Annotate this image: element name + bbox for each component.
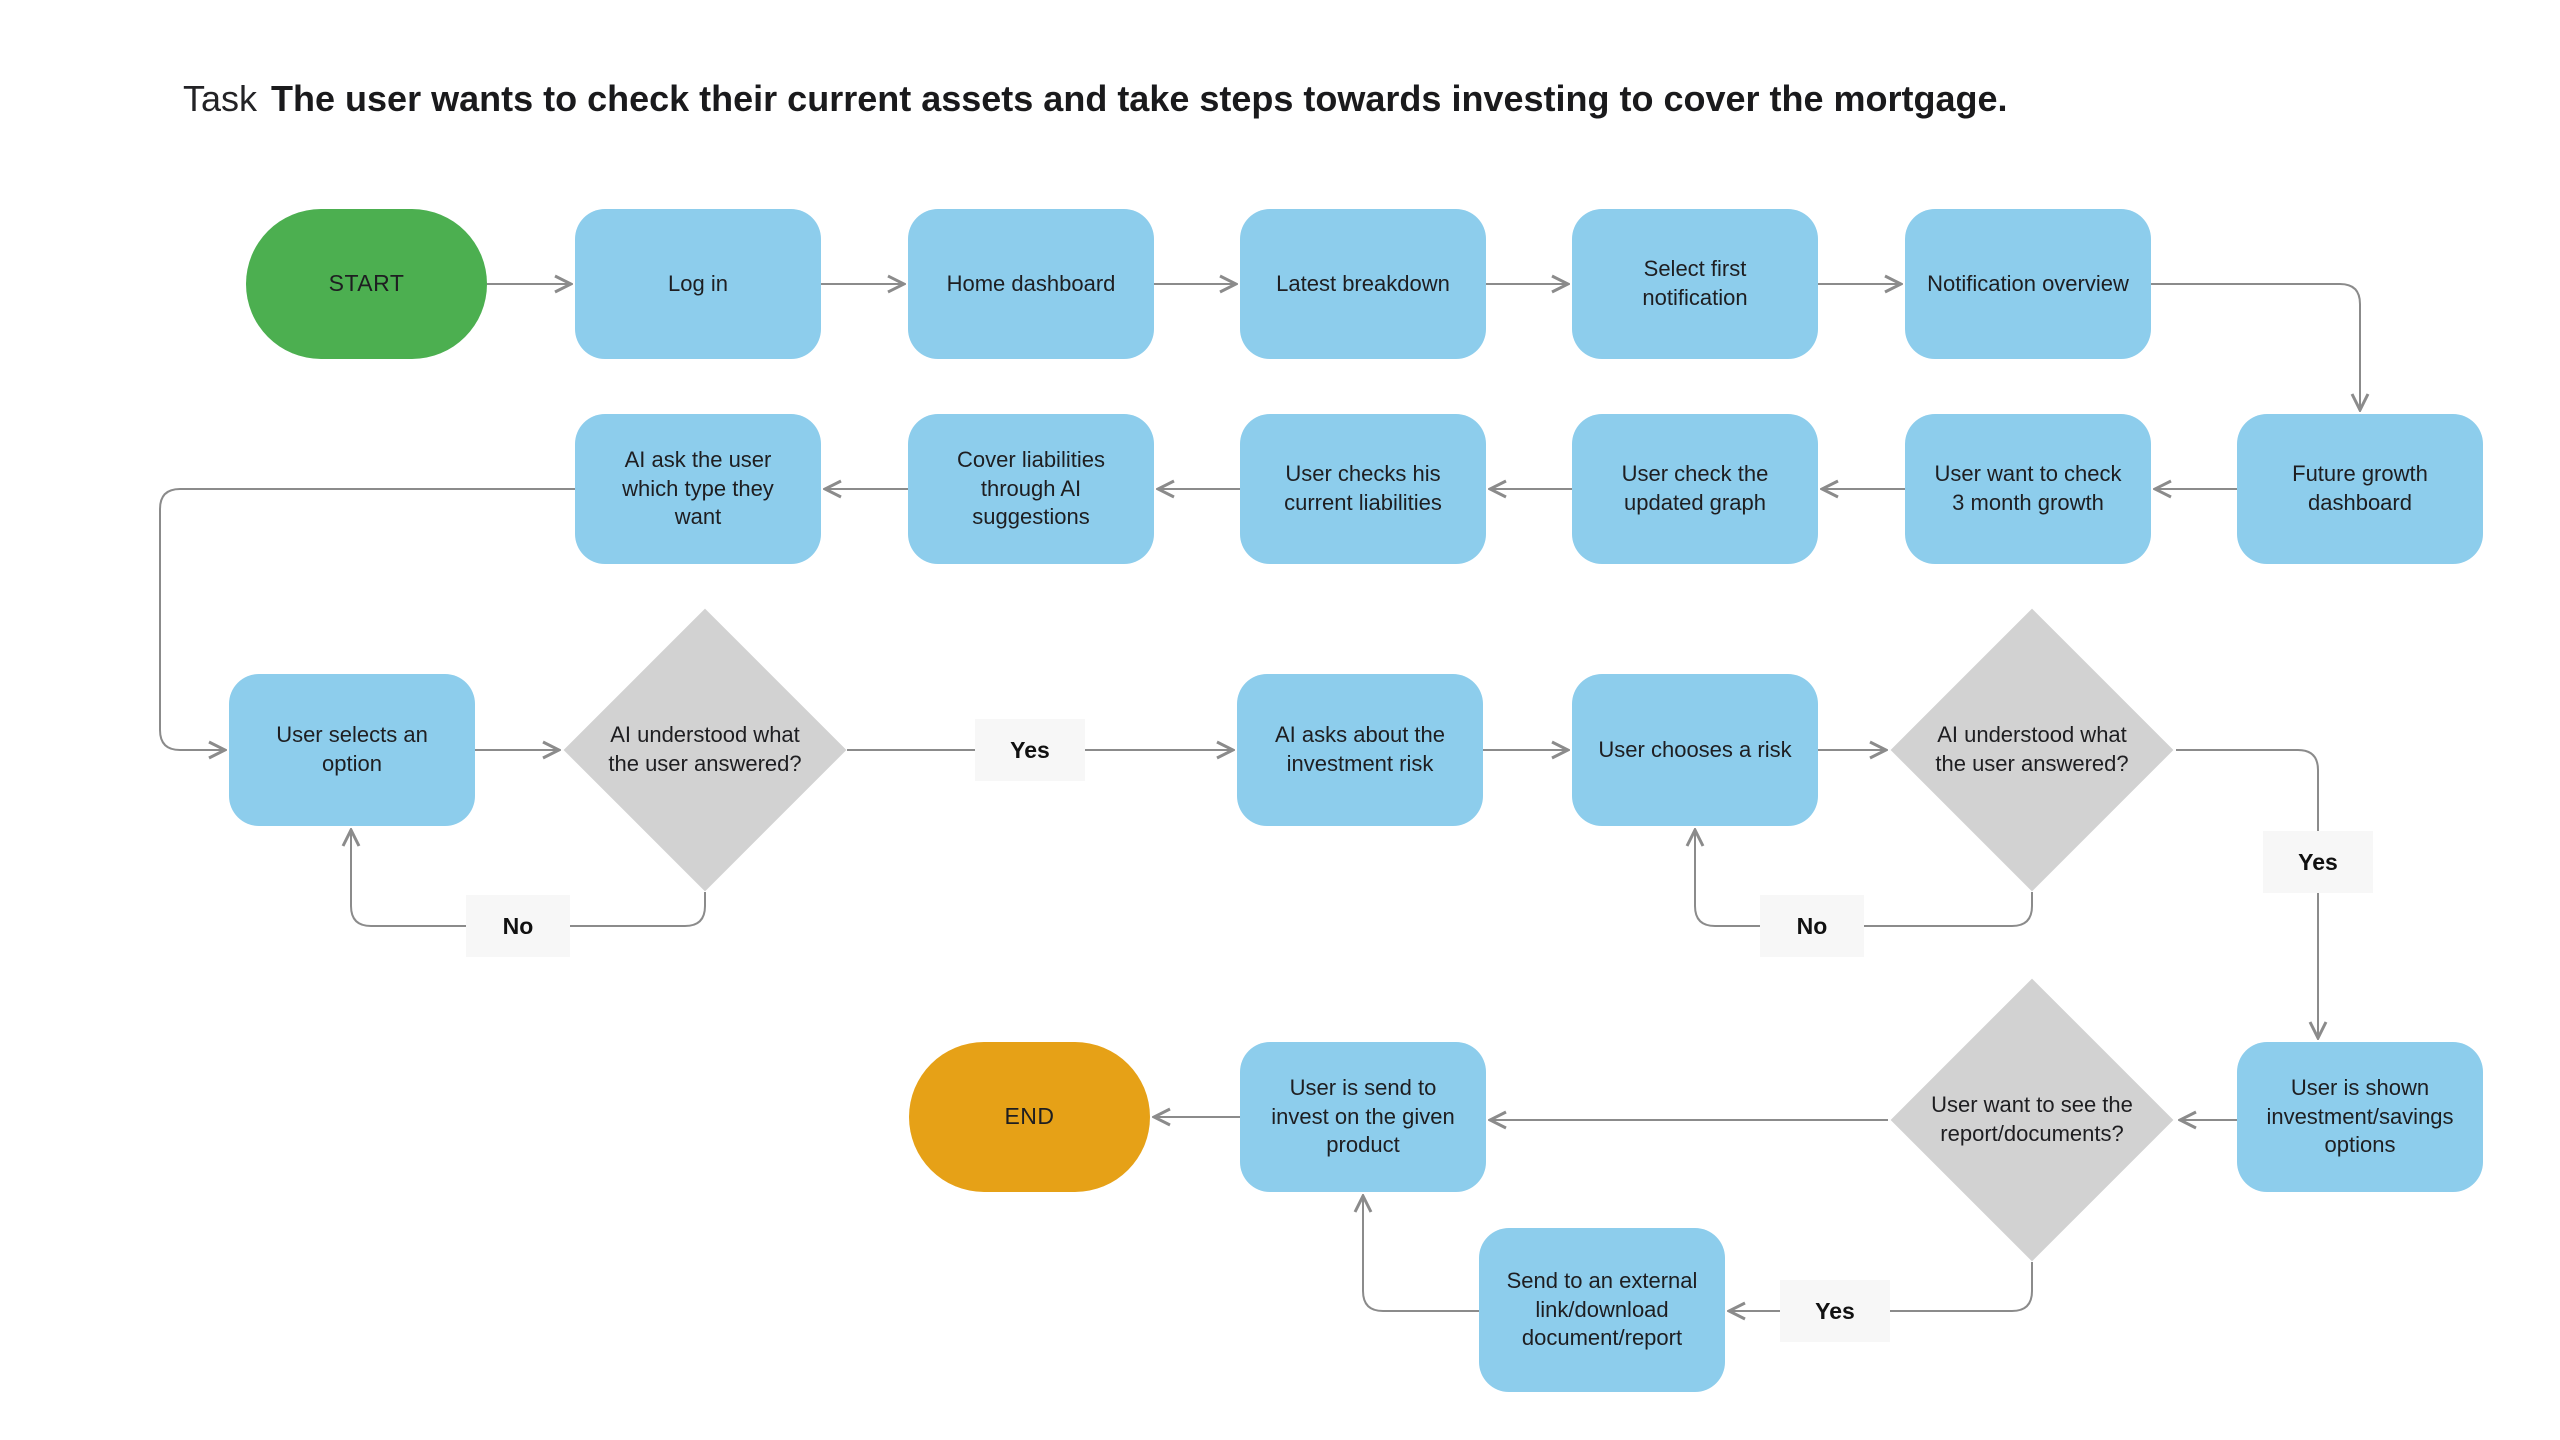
node-user-selects-option: User selects an option xyxy=(229,674,475,826)
node-latest-breakdown-label: Latest breakdown xyxy=(1276,270,1450,296)
node-ai-ask-type: AI ask the user which type they want xyxy=(575,414,821,564)
node-ai-ask-type-label: AI ask the user which type they want xyxy=(622,447,774,530)
edge-label-no-1: No xyxy=(466,895,570,957)
node-home-dashboard-label: Home dashboard xyxy=(946,270,1116,296)
decision-see-report-documents: User want to see the report/documents? xyxy=(1890,978,2174,1262)
node-future-growth-dashboard-label: Future growth dashboard xyxy=(2292,461,2428,515)
node-latest-breakdown: Latest breakdown xyxy=(1240,209,1486,359)
node-check-updated-graph-label: User check the updated graph xyxy=(1621,461,1769,515)
node-user-shown-options: User is shown investment/savings options xyxy=(2237,1042,2483,1192)
task-title-prefix: Task xyxy=(183,78,258,119)
edge-label-yes-1: Yes xyxy=(975,719,1085,781)
task-title: Task The user wants to check their curren… xyxy=(183,78,2008,120)
task-title-sentence: The user wants to check their current as… xyxy=(271,78,2008,119)
node-check-3-month-growth: User want to check 3 month growth xyxy=(1905,414,2151,564)
node-future-growth-dashboard: Future growth dashboard xyxy=(2237,414,2483,564)
node-checks-current-liabilities-label: User checks his current liabilities xyxy=(1284,461,1442,515)
edge-label-no-2: No xyxy=(1760,895,1864,957)
node-ai-asks-investment-risk-label: AI asks about the investment risk xyxy=(1275,722,1445,776)
edge-label-yes-3: Yes xyxy=(1780,1280,1890,1342)
node-user-selects-option-label: User selects an option xyxy=(276,722,428,776)
node-send-external-link-label: Send to an external link/download docume… xyxy=(1506,1268,1698,1351)
node-user-shown-options-label: User is shown investment/savings options xyxy=(2266,1075,2454,1158)
edge-decision2-yes-to-shown-options xyxy=(2176,749,2318,1037)
node-checks-current-liabilities: User checks his current liabilities xyxy=(1240,414,1486,564)
node-log-in-label: Log in xyxy=(668,270,728,296)
decision-ai-understood-1-label: AI understood what the user answered? xyxy=(608,722,802,776)
node-select-first-notification: Select first notification xyxy=(1572,209,1818,359)
decision-ai-understood-2-label: AI understood what the user answered? xyxy=(1935,722,2129,776)
node-home-dashboard: Home dashboard xyxy=(908,209,1154,359)
node-ai-asks-investment-risk: AI asks about the investment risk xyxy=(1237,674,1483,826)
node-user-sent-to-invest-label: User is send to invest on the given prod… xyxy=(1271,1075,1455,1158)
node-log-in: Log in xyxy=(575,209,821,359)
node-end: END xyxy=(909,1042,1150,1192)
node-notification-overview-label: Notification overview xyxy=(1927,270,2129,296)
edge-notification-to-future-growth xyxy=(2151,283,2360,409)
node-user-chooses-risk: User chooses a risk xyxy=(1572,674,1818,826)
edge-external-to-user-sent xyxy=(1363,1197,1479,1312)
decision-see-report-documents-label: User want to see the report/documents? xyxy=(1931,1092,2133,1146)
node-check-3-month-growth-label: User want to check 3 month growth xyxy=(1934,461,2122,515)
node-select-first-notification-label: Select first notification xyxy=(1642,256,1748,310)
decision-ai-understood-1: AI understood what the user answered? xyxy=(563,608,847,892)
node-start-label: START xyxy=(328,270,405,297)
edge-ai-ask-to-user-selects xyxy=(159,488,575,750)
node-notification-overview: Notification overview xyxy=(1905,209,2151,359)
node-end-label: END xyxy=(1004,1103,1055,1130)
node-check-updated-graph: User check the updated graph xyxy=(1572,414,1818,564)
node-cover-liabilities: Cover liabilities through AI suggestions xyxy=(908,414,1154,564)
edge-label-yes-2: Yes xyxy=(2263,831,2373,893)
node-user-sent-to-invest: User is send to invest on the given prod… xyxy=(1240,1042,1486,1192)
node-cover-liabilities-label: Cover liabilities through AI suggestions xyxy=(957,447,1105,530)
edge-decision3-yes-to-external xyxy=(1730,1262,2033,1311)
node-user-chooses-risk-label: User chooses a risk xyxy=(1598,736,1792,762)
node-start: START xyxy=(246,209,487,359)
decision-ai-understood-2: AI understood what the user answered? xyxy=(1890,608,2174,892)
node-send-external-link: Send to an external link/download docume… xyxy=(1479,1228,1725,1392)
